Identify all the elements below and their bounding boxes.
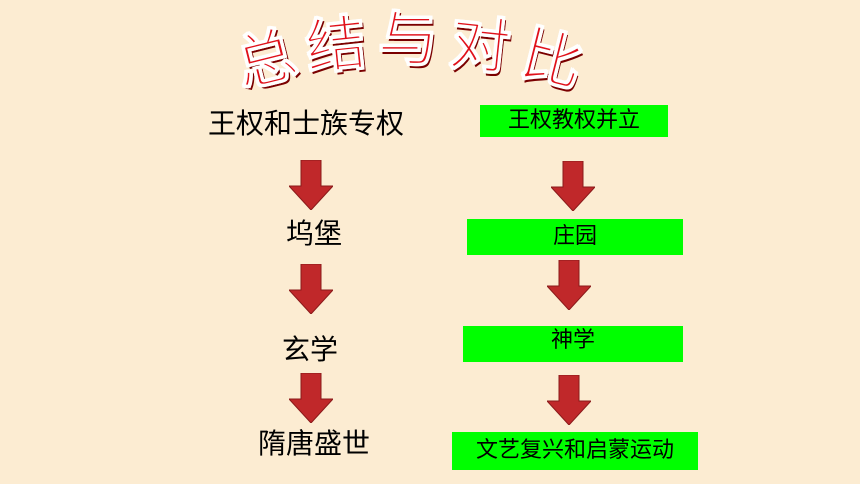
right-box-1: 王权教权并立 — [480, 105, 668, 137]
left-item-1: 王权和士族专权 — [208, 107, 405, 140]
left-item-3: 玄学 — [282, 333, 339, 366]
down-arrow-icon — [551, 161, 595, 211]
title-char-3: 与 — [378, 5, 439, 75]
title-char-2: 结 — [302, 8, 370, 85]
left-item-2: 坞堡 — [286, 217, 343, 250]
right-box-4: 文艺复兴和启蒙运动 — [452, 432, 698, 470]
down-arrow-icon — [289, 160, 333, 210]
right-box-2: 庄园 — [467, 219, 683, 255]
title-char-5: 比 — [514, 18, 590, 102]
down-arrow-icon — [547, 260, 591, 310]
right-box-3: 神学 — [463, 326, 683, 362]
title-char-1: 总 — [228, 18, 304, 102]
down-arrow-icon — [547, 375, 591, 425]
title-char-4: 对 — [446, 8, 514, 85]
down-arrow-icon — [289, 373, 333, 423]
down-arrow-icon — [289, 264, 333, 314]
left-item-4: 隋唐盛世 — [258, 427, 371, 460]
slide-title: 总 结 与 对 比 — [0, 0, 860, 110]
